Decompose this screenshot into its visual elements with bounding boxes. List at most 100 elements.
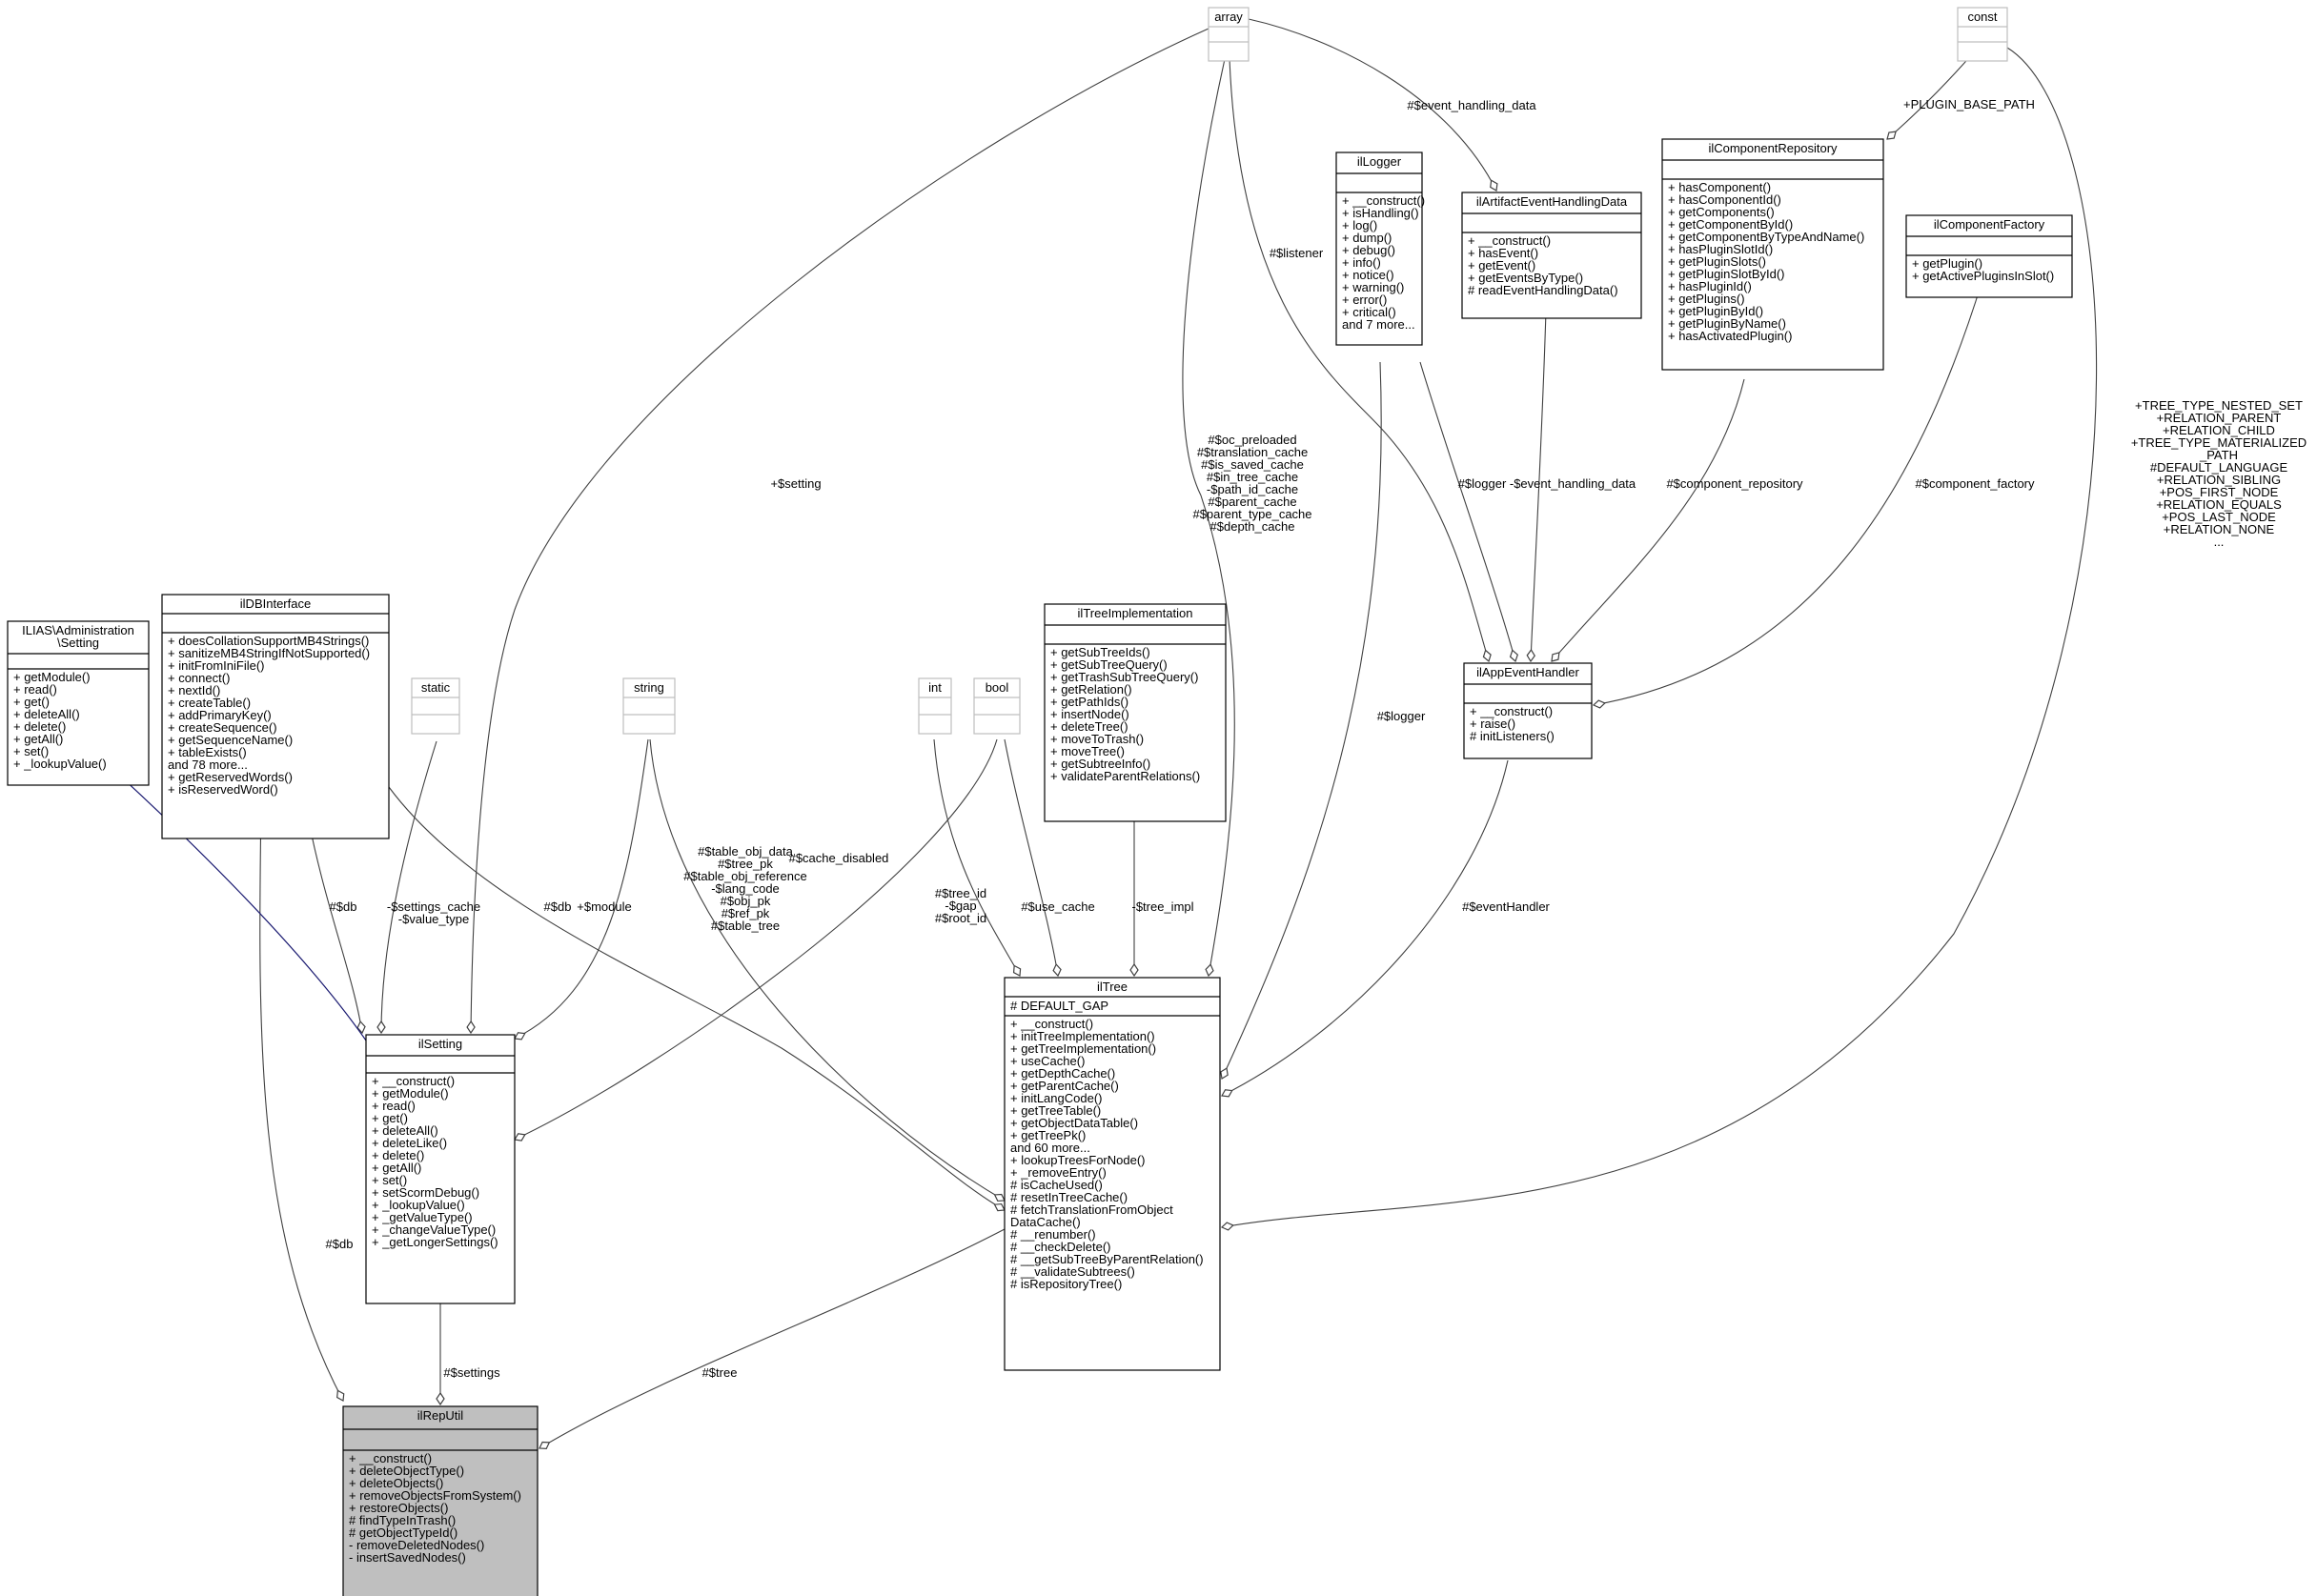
edge-label-tree-reputil: #$tree (702, 1365, 738, 1380)
class-method: + notice() (1342, 268, 1394, 282)
class-method: + nextId() (168, 683, 220, 697)
class-method: + warning() (1342, 280, 1404, 294)
class-method: # resetInTreeCache() (1010, 1190, 1128, 1204)
edge-label-line: #$listener (1270, 246, 1324, 260)
edge-label-compfact-app: #$component_factory (1915, 476, 2035, 491)
class-box-frame (1463, 662, 1593, 759)
edge-label-line: -$lang_code (711, 881, 780, 896)
edge-label-line: +TREE_TYPE_NESTED_SET (2135, 398, 2303, 413)
class-method: + getTreeTable() (1010, 1103, 1101, 1118)
class-method: + deleteObjects() (349, 1476, 443, 1490)
class-iliassetting[interactable]: ILIAS\Administration\Setting+ getModule(… (7, 620, 150, 786)
edge-label-line: +$setting (770, 476, 821, 491)
edge-arr-ilTree (1182, 58, 1235, 976)
edge-label-line: -$settings_cache (387, 899, 480, 914)
class-ilcomponentfactory[interactable]: ilComponentFactory+ getPlugin()+ getActi… (1905, 214, 2073, 298)
class-name: \Setting (57, 636, 99, 650)
class-iltree[interactable]: ilTree# DEFAULT_GAP+ __construct()+ init… (1004, 977, 1221, 1371)
edge-label-line: #$ref_pk (722, 906, 770, 920)
class-method: + getAll() (13, 732, 63, 746)
edge-label-line: #$oc_preloaded (1208, 433, 1296, 447)
edge-comprepo-app (1552, 378, 1745, 661)
class-ilreputil[interactable]: ilRepUtil+ __construct()+ deleteObjectTy… (342, 1405, 539, 1596)
class-method: + sanitizeMB4StringIfNotSupported() (168, 646, 370, 660)
class-method: + hasActivatedPlugin() (1668, 329, 1792, 343)
class-method: + critical() (1342, 305, 1396, 319)
class-method: # readEventHandlingData() (1468, 283, 1618, 297)
edge-arr-event (1248, 18, 1496, 191)
edge-db-reputil (259, 801, 343, 1401)
class-box-frame (1905, 214, 2073, 298)
class-array[interactable]: array (1208, 7, 1250, 62)
edge-label-line: #$db (544, 899, 572, 914)
class-name: array (1214, 10, 1243, 24)
class-name: bool (986, 680, 1009, 695)
edge-label-line: -$path_id_cache (1207, 482, 1298, 496)
class-method: + getTreePk() (1010, 1128, 1086, 1142)
edge-label-line: +RELATION_PARENT (2157, 411, 2282, 425)
class-method: + getSubTreeQuery() (1050, 657, 1168, 672)
class-int[interactable]: int (918, 677, 952, 735)
class-ilcomponentrepository[interactable]: ilComponentRepository+ hasComponent()+ h… (1661, 138, 1884, 371)
edge-label-line: +PLUGIN_BASE_PATH (1903, 97, 2035, 111)
edge-bool-setting (515, 738, 998, 1140)
edge-label-line: -$value_type (398, 912, 469, 926)
class-ilartifacteventhandlingdata[interactable]: ilArtifactEventHandlingData+ __construct… (1461, 192, 1642, 319)
class-static[interactable]: static (411, 677, 460, 735)
edge-label-evdata-app: -$event_handling_data (1510, 476, 1636, 491)
class-method: + __construct() (372, 1074, 455, 1088)
class-ilappeventhandler[interactable]: ilAppEventHandler+ __construct()+ raise(… (1463, 662, 1593, 759)
edge-compfact-app (1594, 279, 1983, 705)
edge-label-line: #$settings (443, 1365, 500, 1380)
class-method: + set() (372, 1173, 407, 1187)
class-box-frame (622, 677, 676, 735)
edge-label-line: #$db (326, 1237, 354, 1251)
class-illogger[interactable]: ilLogger+ __construct()+ isHandling()+ l… (1335, 152, 1425, 346)
class-method: + get() (372, 1111, 408, 1125)
class-name: ilAppEventHandler (1476, 665, 1579, 679)
class-method: + setScormDebug() (372, 1185, 479, 1200)
edge-label-logger-app: #$logger (1458, 476, 1507, 491)
class-ilsetting[interactable]: ilSetting+ __construct()+ getModule()+ r… (365, 1034, 516, 1304)
class-method: + getPluginById() (1668, 304, 1763, 318)
class-box-frame (1957, 7, 2008, 62)
class-method: + getPluginSlotById() (1668, 267, 1784, 281)
class-method: + initLangCode() (1010, 1091, 1102, 1105)
class-method: + getPluginSlots() (1668, 254, 1766, 269)
edge-label-arr-listener: #$listener (1270, 246, 1324, 260)
class-box-frame (973, 677, 1021, 735)
class-string[interactable]: string (622, 677, 676, 735)
class-method: and 60 more... (1010, 1141, 1090, 1155)
class-box-frame (411, 677, 460, 735)
edge-label-line: #$tree (702, 1365, 738, 1380)
edge-label-comprepo-app: #$component_repository (1666, 476, 1803, 491)
class-method: + get() (13, 695, 50, 709)
class-bool[interactable]: bool (973, 677, 1021, 735)
class-method: + _removeEntry() (1010, 1165, 1107, 1180)
class-name: int (928, 680, 942, 695)
class-method: + raise() (1470, 717, 1515, 731)
edge-db-tree (388, 786, 1005, 1210)
class-iltreeimplementation[interactable]: ilTreeImplementation+ getSubTreeIds()+ g… (1044, 603, 1227, 822)
class-method: + hasEvent() (1468, 246, 1538, 260)
class-name: ilComponentFactory (1934, 217, 2045, 232)
edge-label-db-reputil: #$db (326, 1237, 354, 1251)
class-method: + dump() (1342, 231, 1392, 245)
class-method: # __checkDelete() (1010, 1240, 1111, 1254)
class-method: # getObjectTypeId() (349, 1525, 457, 1540)
edge-label-arr-ilTree: #$oc_preloaded#$translation_cache#$is_sa… (1192, 433, 1311, 534)
class-method: # findTypeInTrash() (349, 1513, 456, 1527)
class-method: + delete() (13, 719, 66, 734)
class-name: static (421, 680, 451, 695)
class-method: + getModule() (13, 670, 91, 684)
class-ildbinterface[interactable]: ilDBInterface+ doesCollationSupportMB4St… (161, 594, 390, 839)
edge-label-bool-tree: #$use_cache (1021, 899, 1094, 914)
class-const[interactable]: const (1957, 7, 2008, 62)
class-box-frame (1004, 977, 1221, 1371)
class-name: const (1967, 10, 1997, 24)
class-method: + doesCollationSupportMB4Strings() (168, 634, 369, 648)
edge-label-line: +POS_FIRST_NODE (2160, 485, 2279, 499)
class-method: + _getLongerSettings() (372, 1235, 498, 1249)
edge-bool-tree (1004, 738, 1058, 976)
edge-label-db-tree: #$db (544, 899, 572, 914)
